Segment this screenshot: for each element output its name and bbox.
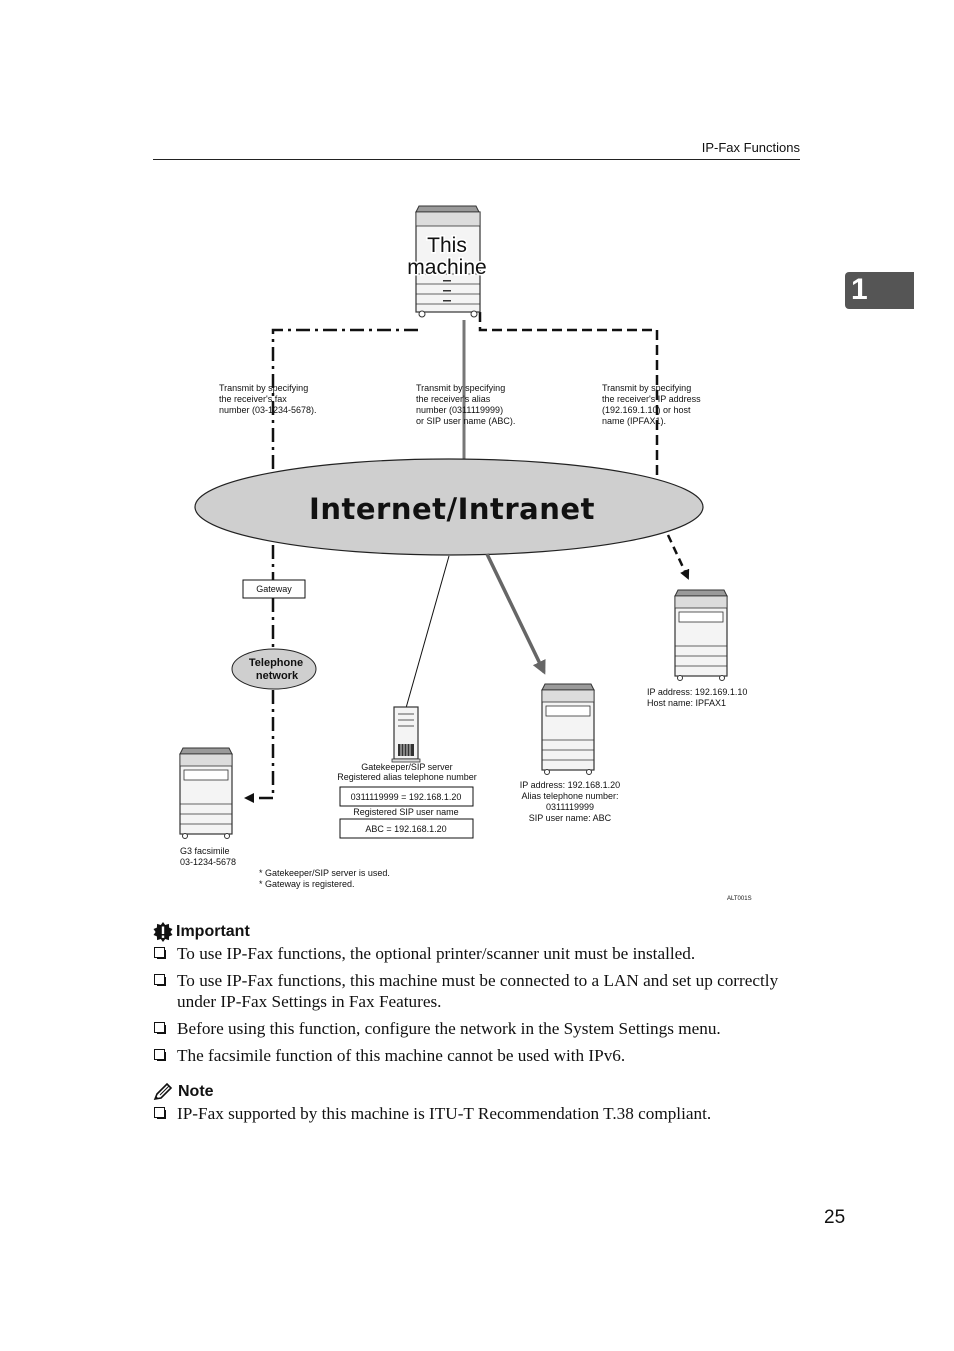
transmit-ip-line: Transmit by specifying [602, 383, 691, 393]
lower-connections [244, 534, 690, 803]
checkbox-bullet-icon [154, 1107, 166, 1119]
sip-entry: ABC = 192.168.1.20 [365, 824, 446, 834]
receiver-alias-line: 0311119999 [546, 802, 594, 812]
list-item-text: The facsimile function of this machine c… [177, 1046, 626, 1065]
page-number: 25 [824, 1207, 846, 1228]
receiver-alias-line: SIP user name: ABC [529, 813, 612, 823]
telephone-network: Telephone network [231, 648, 317, 690]
important-list: To use IP-Fax functions, the optional pr… [153, 943, 813, 1066]
receiver-alias-machine [541, 683, 595, 775]
transmit-alias-line: number (0311119999) [416, 405, 503, 415]
checkbox-bullet-icon [154, 1049, 166, 1061]
alias-registry: 0311119999 = 192.168.1.20 Registered SIP… [339, 786, 474, 839]
receiver-ip-line: Host name: IPFAX1 [647, 698, 726, 708]
footnote: * Gateway is registered. [259, 879, 355, 889]
transmit-ip-line: the receiver's IP address [602, 394, 701, 404]
transmit-alias-line: the receiver's alias [416, 394, 491, 404]
receiver-alias-label: IP address: 192.168.1.20 Alias telephone… [520, 780, 620, 823]
important-icon [153, 922, 173, 942]
list-item: To use IP-Fax functions, the optional pr… [153, 943, 813, 964]
running-header: IP-Fax Functions [153, 138, 800, 160]
checkbox-bullet-icon [154, 974, 166, 986]
note-heading: Note [153, 1081, 813, 1103]
gatekeeper-line: Registered alias telephone number [337, 772, 477, 782]
transmit-ip-line: (192.169.1.10) or host [602, 405, 691, 415]
transmit-alias-line: or SIP user name (ABC). [416, 416, 515, 426]
g3-facsimile-label: G3 facsimile 03-1234-5678 [180, 846, 236, 867]
transmit-alias-label: Transmit by specifying the receiver's al… [416, 383, 515, 426]
ip-fax-network-diagram: Internet/Intranet This machine Transmit … [179, 205, 752, 902]
chapter-tab: 1 [845, 272, 914, 309]
g3-facsimile-machine [179, 747, 233, 839]
transmit-ip-line: name (IPFAX1). [602, 416, 666, 426]
gateway-box: Gateway [242, 579, 306, 599]
this-machine: This machine [406, 205, 488, 318]
figure-code: ALT001S [727, 896, 752, 902]
transmit-fax-label: Transmit by specifying the receiver's fa… [219, 383, 317, 415]
transmit-fax-line: Transmit by specifying [219, 383, 308, 393]
footnote: * Gatekeeper/SIP server is used. [259, 868, 390, 878]
receiver-ip-label: IP address: 192.169.1.10 Host name: IPFA… [647, 687, 747, 708]
this-machine-label-2: machine [407, 256, 486, 279]
connection-lines [271, 312, 659, 480]
list-item-text: Before using this function, configure th… [177, 1019, 721, 1038]
transmit-ip-label: Transmit by specifying the receiver's IP… [602, 383, 701, 426]
list-item-text: To use IP-Fax functions, this machine mu… [177, 971, 779, 1011]
checkbox-bullet-icon [154, 947, 166, 959]
internet-intranet-ellipse: Internet/Intranet [194, 458, 704, 556]
receiver-alias-line: Alias telephone number: [521, 791, 618, 801]
transmit-alias-line: Transmit by specifying [416, 383, 505, 393]
important-heading: Important [153, 921, 813, 943]
pencil-icon [153, 1083, 173, 1101]
transmit-fax-line: the receiver's fax [219, 394, 287, 404]
chapter-number: 1 [851, 273, 868, 306]
note-list: IP-Fax supported by this machine is ITU-… [153, 1103, 813, 1124]
telephone-network-line: network [256, 670, 299, 682]
receiver-ip-machine [674, 589, 728, 681]
list-item: IP-Fax supported by this machine is ITU-… [153, 1103, 813, 1124]
note-section: Note IP-Fax supported by this machine is… [153, 1081, 813, 1130]
important-title: Important [176, 923, 250, 940]
list-item: To use IP-Fax functions, this machine mu… [153, 970, 813, 1012]
telephone-network-line: Telephone [249, 657, 303, 669]
list-item-text: To use IP-Fax functions, the optional pr… [177, 944, 696, 963]
sip-registry-label: Registered SIP user name [353, 807, 458, 817]
running-title: IP-Fax Functions [701, 140, 800, 155]
this-machine-label-1: This [427, 234, 467, 257]
g3-label-line: G3 facsimile [180, 846, 230, 856]
list-item: Before using this function, configure th… [153, 1018, 813, 1039]
important-section: Important To use IP-Fax functions, the o… [153, 921, 813, 1072]
list-item: The facsimile function of this machine c… [153, 1045, 813, 1066]
gatekeeper-label: Gatekeeper/SIP server Registered alias t… [337, 762, 477, 782]
receiver-ip-line: IP address: 192.169.1.10 [647, 687, 747, 697]
receiver-alias-line: IP address: 192.168.1.20 [520, 780, 620, 790]
g3-label-line: 03-1234-5678 [180, 857, 236, 867]
list-item-text: IP-Fax supported by this machine is ITU-… [177, 1104, 712, 1123]
diagram-footnotes: * Gatekeeper/SIP server is used. * Gatew… [259, 868, 390, 889]
transmit-fax-line: number (03-1234-5678). [219, 405, 317, 415]
checkbox-bullet-icon [154, 1022, 166, 1034]
network-label: Internet/Intranet [309, 492, 595, 526]
gatekeeper-line: Gatekeeper/SIP server [361, 762, 452, 772]
gateway-label: Gateway [256, 584, 292, 594]
note-title: Note [178, 1083, 214, 1100]
gatekeeper-server [391, 706, 421, 763]
alias-entry: 0311119999 = 192.168.1.20 [351, 792, 462, 802]
